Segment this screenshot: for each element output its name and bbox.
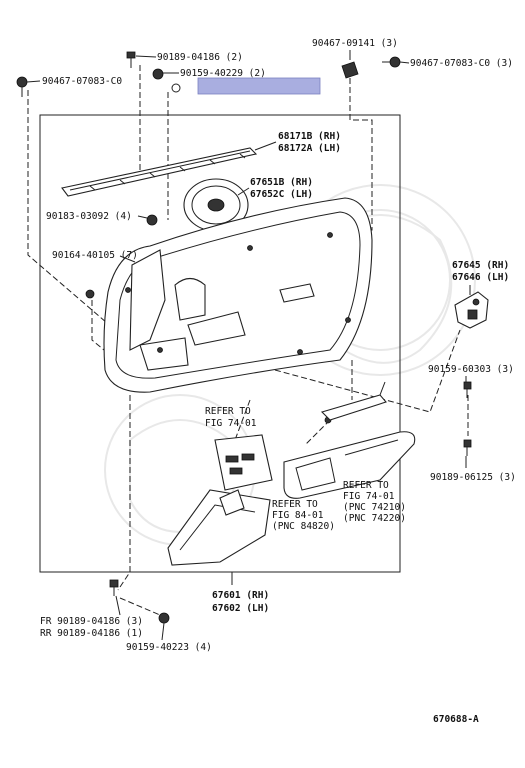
- fasteners: [16, 51, 472, 624]
- refer-74-01-a-line2: FIG 74-01: [205, 418, 257, 429]
- refer-84-01-line3: (PNC 84820): [272, 521, 335, 532]
- label-90159-40229: 90159-40229 (2): [180, 68, 266, 79]
- label-90159-40223: 90159-40223 (4): [126, 642, 212, 653]
- label-90189-06125: 90189-06125 (3): [430, 472, 516, 483]
- label-67645: 67645 (RH): [452, 260, 509, 271]
- screw-icon: [16, 76, 28, 97]
- nut-icon: [146, 214, 158, 226]
- label-90467-07083-c0: 90467-07083-C0: [42, 76, 122, 87]
- screw-icon: [109, 579, 119, 596]
- label-90164-40105: 90164-40105 (7): [52, 250, 138, 261]
- label-67601: 67601 (RH): [212, 590, 269, 601]
- clip-icon: [382, 56, 401, 68]
- nut-icon: [171, 83, 181, 93]
- label-67646: 67646 (LH): [452, 272, 509, 283]
- label-90467-07083-c0-3: 90467-07083-C0 (3): [410, 58, 513, 69]
- armrest-base: [283, 431, 416, 499]
- clip-icon: [158, 612, 170, 624]
- diagram-code: 670688-A: [433, 714, 479, 725]
- refer-84-01-line1: REFER TO: [272, 499, 318, 510]
- label-fr-90189-04186: FR 90189-04186 (3): [40, 616, 143, 627]
- bracket-part: [454, 291, 489, 329]
- belt-moulding-strip: [61, 147, 258, 197]
- lower-trim-panel: [167, 489, 271, 566]
- label-90189-04186: 90189-04186 (2): [157, 52, 243, 63]
- label-67602: 67602 (LH): [212, 603, 269, 614]
- refer-74-01-b-line3: (PNC 74210): [343, 502, 406, 513]
- screw-icon: [126, 51, 136, 68]
- inner-bracket: [320, 381, 387, 421]
- label-90183-03092: 90183-03092 (4): [46, 211, 132, 222]
- screw-icon: [463, 381, 472, 398]
- clip-icon: [152, 68, 164, 80]
- label-67651b: 67651B (RH): [250, 177, 313, 188]
- part-labels: 90189-04186 (2) 90159-40229 (2) 90467-09…: [40, 38, 516, 725]
- clip-icon: [85, 289, 95, 299]
- clip-icon: [341, 61, 359, 79]
- label-90467-09141: 90467-09141 (3): [312, 38, 398, 49]
- label-leaders: [26, 50, 471, 641]
- refer-74-01-b-line2: FIG 74-01: [343, 491, 395, 502]
- switch-base: [214, 434, 273, 491]
- door-trim-panel: [103, 197, 373, 393]
- frame-box: [39, 114, 401, 573]
- refer-74-01-b-line1: REFER TO: [343, 480, 389, 491]
- label-67652c: 67652C (LH): [250, 189, 313, 200]
- label-rr-90189-04186: RR 90189-04186 (1): [40, 628, 143, 639]
- refer-74-01-b-line4: (PNC 74220): [343, 513, 406, 524]
- refer-84-01-line2: FIG 84-01: [272, 510, 324, 521]
- label-90159-60303: 90159-60303 (3): [428, 364, 514, 375]
- highlight-bar: [197, 77, 321, 95]
- label-68172a: 68172A (LH): [278, 143, 341, 154]
- label-68171b: 68171B (RH): [278, 131, 341, 142]
- refer-74-01-a-line1: REFER TO: [205, 406, 251, 417]
- screw-icon: [463, 439, 472, 456]
